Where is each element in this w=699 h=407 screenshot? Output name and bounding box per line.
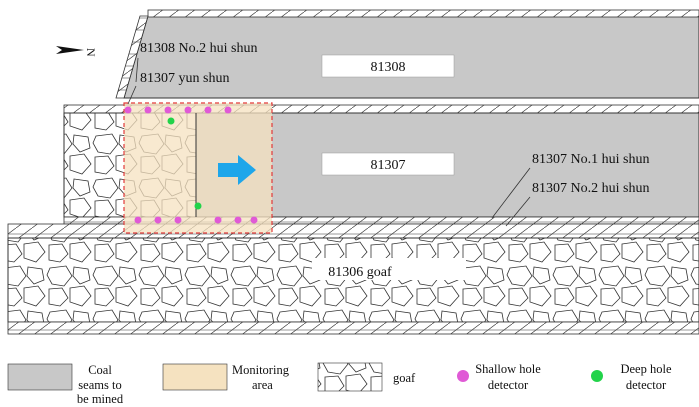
legend-coal-line3: be mined xyxy=(77,392,124,406)
roadway-81308-top xyxy=(147,9,699,18)
shallow-detector xyxy=(174,216,182,224)
deep-detector xyxy=(194,202,202,210)
legend-monitoring-line1: Monitoring xyxy=(232,363,290,377)
label-81307-no2-hui-shun: 81307 No.2 hui shun xyxy=(532,181,649,196)
goaf-81306: 81306 goaf xyxy=(7,223,699,335)
legend-shallow-line1: Shallow hole xyxy=(475,362,541,376)
shallow-detector xyxy=(164,106,172,114)
legend-deep-line1: Deep hole xyxy=(620,362,671,376)
deep-detector xyxy=(167,117,175,125)
shallow-detector xyxy=(214,216,222,224)
legend-goaf-swatch xyxy=(317,362,383,392)
legend-deep-icon xyxy=(591,370,603,382)
legend-deep-line2: detector xyxy=(626,378,667,392)
shallow-detector xyxy=(234,216,242,224)
legend: Coal seams to be mined Monitoring area g… xyxy=(7,362,672,406)
legend-goaf-label: goaf xyxy=(393,371,416,385)
face-81308-label: 81308 xyxy=(371,60,406,75)
monitoring-area xyxy=(123,102,273,234)
face-81307-label: 81307 xyxy=(371,158,406,173)
shallow-detector xyxy=(224,106,232,114)
shallow-detector xyxy=(154,216,162,224)
legend-monitoring-swatch xyxy=(162,363,228,391)
goaf-81306-label: 81306 goaf xyxy=(328,265,392,280)
advance-direction-arrow-icon xyxy=(218,155,256,185)
legend-coal-line1: Coal xyxy=(88,363,112,377)
north-label: N xyxy=(84,48,98,57)
label-81307-no1-hui-shun: 81307 No.1 hui shun xyxy=(532,152,649,167)
legend-coal-line2: seams to xyxy=(78,378,121,392)
label-81308-no2-hui-shun: 81308 No.2 hui shun xyxy=(140,41,257,56)
legend-shallow-icon xyxy=(457,370,469,382)
shallow-detector xyxy=(250,216,258,224)
label-81307-yun-shun: 81307 yun shun xyxy=(140,71,229,86)
panel-81308: 81308 xyxy=(115,9,699,99)
shallow-detectors xyxy=(124,106,258,224)
shallow-detector xyxy=(124,106,132,114)
legend-coal-swatch xyxy=(7,363,73,391)
shallow-detector xyxy=(144,106,152,114)
shallow-detector xyxy=(204,106,212,114)
shallow-detector xyxy=(184,106,192,114)
shallow-detector xyxy=(134,216,142,224)
roadway-81308-left xyxy=(115,15,149,99)
deep-detectors xyxy=(167,117,202,210)
north-arrow-icon: N xyxy=(56,46,98,57)
legend-monitoring-line2: area xyxy=(252,378,273,392)
legend-shallow-line2: detector xyxy=(488,378,529,392)
